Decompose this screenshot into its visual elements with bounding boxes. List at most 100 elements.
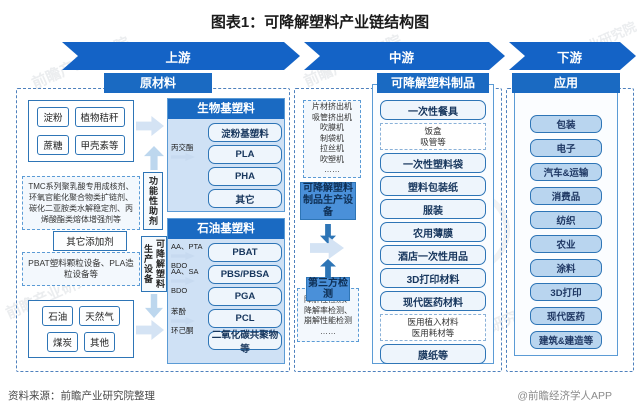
application-pill: 消费品 xyxy=(530,187,602,205)
raw-material-box: 天然气 xyxy=(79,306,120,327)
raw-material-box: 石油 xyxy=(42,306,74,327)
application-pill: 涂料 xyxy=(530,259,602,277)
application-pill: 农业 xyxy=(530,235,602,253)
petro-based-items: PBAT PBS/PBSA PGA PCL 二氧化碳共聚物等 xyxy=(208,243,282,355)
products-header: 可降解塑料制品 xyxy=(377,73,489,93)
bio-based-panel: 生物基塑料 丙交酯 淀粉基塑料 PLA PHA 其它 xyxy=(167,98,285,212)
equipment-line: 吸管挤出机 xyxy=(312,112,352,122)
precursor-label: 环己酮 xyxy=(171,326,194,335)
banner-midstream-label: 中游 xyxy=(388,50,414,65)
plastic-pill: PLA xyxy=(208,145,282,164)
precursor-label: BDO xyxy=(171,286,188,295)
application-pill: 3D打印 xyxy=(530,283,602,301)
raw-material-box: 植物秸秆 xyxy=(74,107,125,128)
pla-precursor-label: 丙交酯 xyxy=(171,143,194,152)
bio-source-group: 淀粉植物秸秆蔗糖甲壳素等 xyxy=(28,100,134,162)
equipment-line: …… xyxy=(324,165,340,175)
applications-list: 包装电子汽车&运输消费品纺织农业涂料 3D打印现代医药建筑&建造等 xyxy=(530,115,602,349)
pbs-precursor: AA、SA BDO xyxy=(171,267,207,295)
raw-material-box: 其他 xyxy=(84,331,116,352)
product-pill: 膜纸等 xyxy=(380,344,486,364)
products-panel: 一次性餐具 饭盒 吸管等 一次性塑料袋 塑料包装纸 服装 xyxy=(372,84,494,364)
product-pill: 现代医药材料 xyxy=(380,291,486,311)
product-item: 膜纸等 xyxy=(380,344,486,364)
banner-downstream-label: 下游 xyxy=(556,50,582,65)
plastic-pill: 其它 xyxy=(208,189,282,208)
products-equipment-box: 可降解塑料制品生产设备 xyxy=(300,182,356,220)
plastic-pill: PHA xyxy=(208,167,282,186)
small-right-arrow-icon xyxy=(171,317,195,325)
precursor-label: BDO xyxy=(171,261,188,270)
functional-additives-label: 功能性助剂 xyxy=(143,172,163,230)
plastic-pill: PGA xyxy=(208,287,282,306)
equipment-line: 吹膜机 xyxy=(320,123,344,133)
application-pill: 汽车&运输 xyxy=(530,163,602,181)
banner-downstream: 下游 xyxy=(509,42,636,70)
bio-based-items: 淀粉基塑料 PLA PHA 其它 xyxy=(208,123,282,208)
petro-based-header: 石油基塑料 xyxy=(168,219,284,239)
production-equipment-label: 可降解塑料生产设备 xyxy=(141,236,167,292)
raw-materials-header: 原材料 xyxy=(104,73,212,93)
precursor-label: AA、SA xyxy=(171,267,199,276)
product-pill: 一次性餐具 xyxy=(380,100,486,120)
plastic-pill: PBS/PBSA xyxy=(208,265,282,284)
product-pill: 3D打印材料 xyxy=(380,268,486,288)
product-item: 塑料包装纸 xyxy=(380,176,486,196)
testing-line: 降解率检测、 xyxy=(304,305,352,315)
credit-note: @前瞻经济学人APP xyxy=(517,390,612,402)
product-pill: 服装 xyxy=(380,199,486,219)
pla-precursor: 丙交酯 xyxy=(171,143,207,162)
raw-material-box: 甲壳素等 xyxy=(74,134,125,155)
equipment-line: 片材挤出机 xyxy=(312,102,352,112)
source-note: 资料来源：前瞻产业研究院整理 xyxy=(8,390,155,402)
banner-midstream: 中游 xyxy=(304,42,505,70)
application-pill: 包装 xyxy=(530,115,602,133)
product-pill: 酒店一次性用品 xyxy=(380,245,486,265)
third-party-testing-box: 第三方检测 xyxy=(306,277,350,301)
application-pill: 电子 xyxy=(530,139,602,157)
testing-line: …… xyxy=(320,326,336,336)
product-item: 3D打印材料 xyxy=(380,268,486,288)
testing-line: 崩解性能检测 xyxy=(304,316,352,325)
equipment-line: 拉丝机 xyxy=(320,144,344,154)
banner-upstream: 上游 xyxy=(62,42,300,70)
fossil-source-group: 石油天然气煤炭其他 xyxy=(28,300,134,358)
application-pill: 纺织 xyxy=(530,211,602,229)
application-pill: 现代医药 xyxy=(530,307,602,325)
product-item: 酒店一次性用品 xyxy=(380,245,486,265)
equipment-line: 制袋机 xyxy=(320,133,344,143)
product-sub-note: 饭盒 吸管等 xyxy=(380,123,486,150)
product-item: 一次性餐具 饭盒 吸管等 xyxy=(380,100,486,150)
raw-material-box: 淀粉 xyxy=(37,107,69,128)
application-pill: 建筑&建造等 xyxy=(530,331,602,349)
equipment-line: 吹塑机 xyxy=(320,154,344,164)
product-item: 现代医药材料 医用植入材料 医用耗材等 xyxy=(380,291,486,341)
plastic-pill: 淀粉基塑料 xyxy=(208,123,282,142)
banner-upstream-label: 上游 xyxy=(165,50,191,65)
raw-material-box: 蔗糖 xyxy=(37,134,69,155)
product-pill: 一次性塑料袋 xyxy=(380,153,486,173)
small-right-arrow-icon xyxy=(171,277,195,285)
pbat-precursor: AA、PTA BDO xyxy=(171,242,207,270)
applications-panel: 包装电子汽车&运输消费品纺织农业涂料 3D打印现代医药建筑&建造等 xyxy=(514,84,618,356)
product-item: 服装 xyxy=(380,199,486,219)
other-additives-box: 其它添加剂 xyxy=(53,231,127,251)
products-list: 一次性餐具 饭盒 吸管等 一次性塑料袋 塑料包装纸 服装 xyxy=(380,100,486,364)
applications-header: 应用 xyxy=(512,73,620,93)
plastic-pill: 二氧化碳共聚物等 xyxy=(208,330,282,355)
product-item: 一次性塑料袋 xyxy=(380,153,486,173)
product-sub-note: 医用植入材料 医用耗材等 xyxy=(380,314,486,341)
bio-based-header: 生物基塑料 xyxy=(168,99,284,119)
raw-material-box: 煤炭 xyxy=(46,331,78,352)
plastic-pill: PBAT xyxy=(208,243,282,262)
pcl-precursor: 苯酚 环己酮 xyxy=(171,307,207,335)
product-item: 农用薄膜 xyxy=(380,222,486,242)
precursor-label: 苯酚 xyxy=(171,307,186,316)
plastic-pill: PCL xyxy=(208,309,282,328)
small-right-arrow-icon xyxy=(171,153,195,161)
page-title: 图表1：可降解塑料产业链结构图 xyxy=(210,14,430,31)
small-right-arrow-icon xyxy=(171,252,195,260)
equipment-note: PBAT塑料颗粒设备、PLA造粒设备等 xyxy=(22,252,140,286)
